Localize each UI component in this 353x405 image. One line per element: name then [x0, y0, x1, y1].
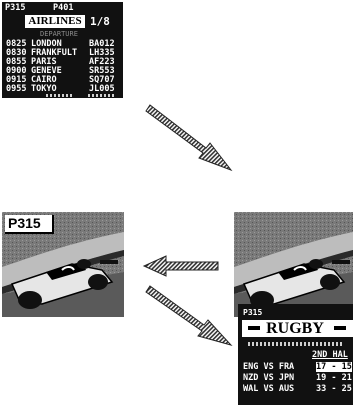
- match-score: 17 - 15: [316, 362, 352, 372]
- tv-race-car-with-page-badge: P315: [2, 212, 124, 317]
- match-teams: ENG VS FRA: [243, 362, 294, 372]
- rugby-title: RUGBY: [262, 320, 328, 337]
- page-badge: P315: [5, 215, 54, 234]
- faint-info-line: [248, 342, 343, 346]
- match-teams: NZD VS JPN: [243, 373, 294, 383]
- race-car-image: [234, 212, 353, 317]
- match-score: 33 - 25: [316, 384, 352, 394]
- match-teams: WAL VS AUS: [243, 384, 294, 394]
- match-score: 19 - 21: [316, 373, 352, 383]
- tv-race-car: [234, 212, 353, 317]
- half-label: 2ND HAL: [312, 350, 348, 360]
- title-bar-mark-left: [248, 326, 260, 330]
- arrow-down-right-2: [146, 286, 231, 345]
- rugby-teletext-screen: P315 RUGBY 2ND HAL ENG VS FRA 17 - 15 NZ…: [238, 304, 353, 405]
- arrow-down-right: [146, 105, 231, 170]
- rugby-page-number: P315: [243, 308, 262, 318]
- title-bar-mark-right: [334, 326, 346, 330]
- arrow-left: [144, 256, 218, 276]
